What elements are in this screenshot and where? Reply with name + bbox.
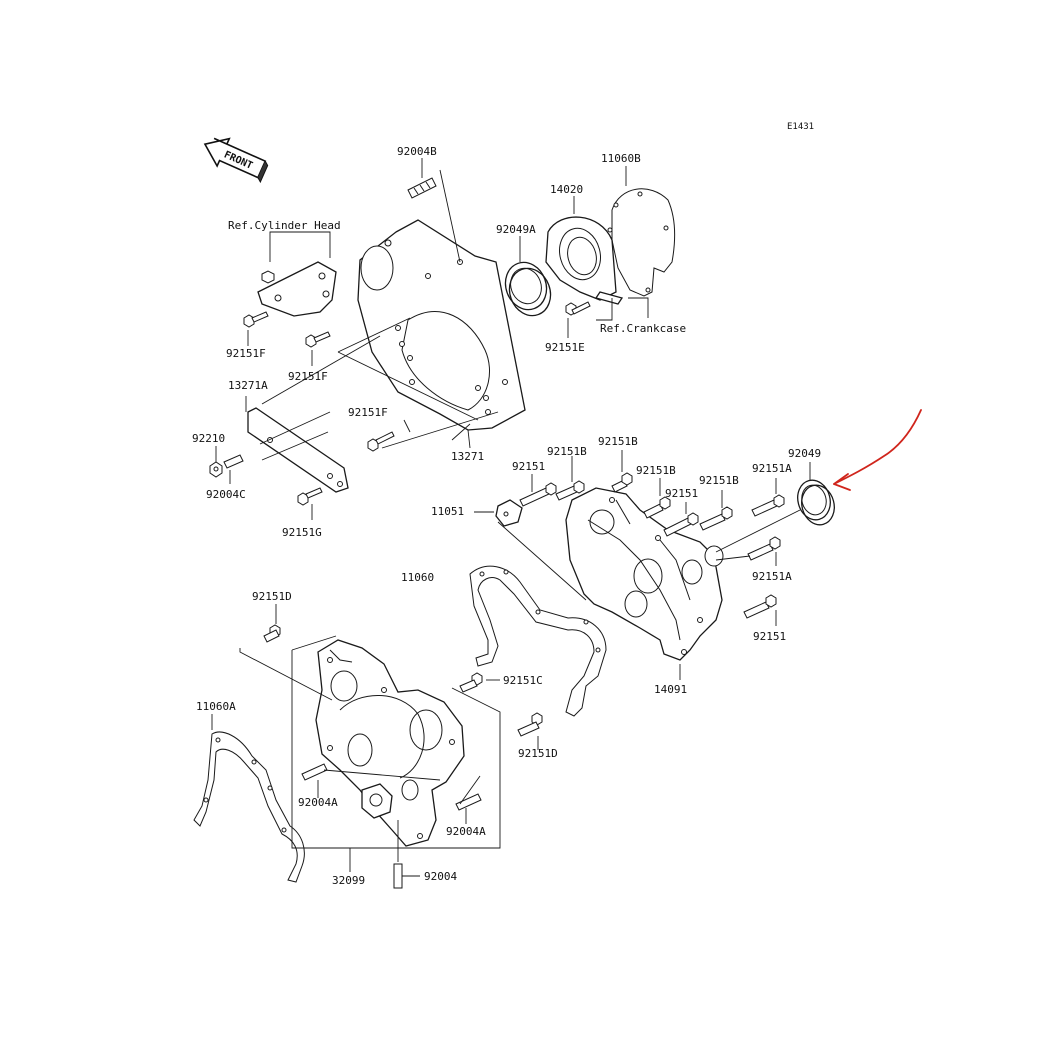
label-92049A: 92049A bbox=[496, 223, 536, 236]
leaders-middle bbox=[474, 450, 811, 680]
pump-boss bbox=[361, 783, 393, 819]
stud-92004C bbox=[223, 454, 244, 469]
label-92151D-b: 92151D bbox=[518, 747, 558, 760]
label-92151B-c: 92151B bbox=[636, 464, 676, 477]
label-92151A-a: 92151A bbox=[752, 462, 792, 475]
label-ref-cylinder-head: Ref.Cylinder Head bbox=[228, 219, 341, 232]
label-92151F-b: 92151F bbox=[288, 370, 328, 383]
label-92151A-b: 92151A bbox=[752, 570, 792, 583]
label-14091: 14091 bbox=[654, 683, 687, 696]
diagram-code: E1431 bbox=[787, 122, 814, 132]
label-32099: 32099 bbox=[332, 874, 365, 887]
leaders-top bbox=[215, 158, 649, 520]
red-annotation-arrow-icon bbox=[833, 409, 922, 491]
label-92004A-b: 92004A bbox=[446, 825, 486, 838]
cylinder-head-bracket bbox=[257, 261, 337, 317]
label-92004A-a: 92004A bbox=[298, 796, 338, 809]
label-92004B: 92004B bbox=[397, 145, 437, 158]
bolt-92151E bbox=[565, 301, 591, 316]
leaders-bottom bbox=[211, 423, 539, 877]
gasket-11060A bbox=[193, 731, 305, 883]
bolt-92151F-b bbox=[305, 331, 331, 348]
label-11060B: 11060B bbox=[601, 152, 641, 165]
label-92151F-c: 92151F bbox=[348, 406, 388, 419]
label-92151F-a: 92151F bbox=[226, 347, 266, 360]
label-92151-c: 92151 bbox=[753, 630, 786, 643]
label-92151G: 92151G bbox=[282, 526, 322, 539]
label-11060: 11060 bbox=[401, 571, 434, 584]
bolt-92151G bbox=[297, 487, 323, 506]
label-92151C: 92151C bbox=[503, 674, 543, 687]
front-cover-32099 bbox=[315, 639, 465, 847]
label-11051: 11051 bbox=[431, 505, 464, 518]
oil-seal-92049A bbox=[504, 261, 552, 317]
label-92151B-b: 92151B bbox=[598, 435, 638, 448]
nut-92210 bbox=[209, 461, 223, 478]
label-13271A: 13271A bbox=[228, 379, 268, 392]
bracket-13271A bbox=[247, 407, 349, 493]
gasket-11060 bbox=[469, 565, 607, 717]
label-11060A: 11060A bbox=[196, 700, 236, 713]
label-92151B-d: 92151B bbox=[699, 474, 739, 487]
bolt-92151F-c bbox=[367, 431, 395, 452]
label-92151D-a: 92151D bbox=[252, 590, 292, 603]
gasket-11060B bbox=[607, 188, 676, 297]
label-92004C: 92004C bbox=[206, 488, 246, 501]
oil-seal-92049 bbox=[797, 479, 835, 526]
bracket-11051 bbox=[495, 499, 523, 527]
label-92151-a: 92151 bbox=[512, 460, 545, 473]
label-92151-b: 92151 bbox=[665, 487, 698, 500]
bolt-92151F-a bbox=[243, 311, 269, 328]
bolts-bottom bbox=[263, 624, 543, 889]
seal-housing-14020 bbox=[545, 216, 624, 305]
stud-92004B bbox=[407, 177, 437, 199]
bolts-middle-right bbox=[519, 472, 785, 619]
label-92151B-a: 92151B bbox=[547, 445, 587, 458]
label-ref-crankcase: Ref.Crankcase bbox=[600, 322, 686, 335]
label-13271: 13271 bbox=[451, 450, 484, 463]
label-14020: 14020 bbox=[550, 183, 583, 196]
label-92049: 92049 bbox=[788, 447, 821, 460]
front-arrow-icon: FRONT bbox=[203, 137, 269, 184]
label-92004: 92004 bbox=[424, 870, 457, 883]
label-92210: 92210 bbox=[192, 432, 225, 445]
engine-plate-13271 bbox=[357, 219, 526, 431]
label-92151E: 92151E bbox=[545, 341, 585, 354]
